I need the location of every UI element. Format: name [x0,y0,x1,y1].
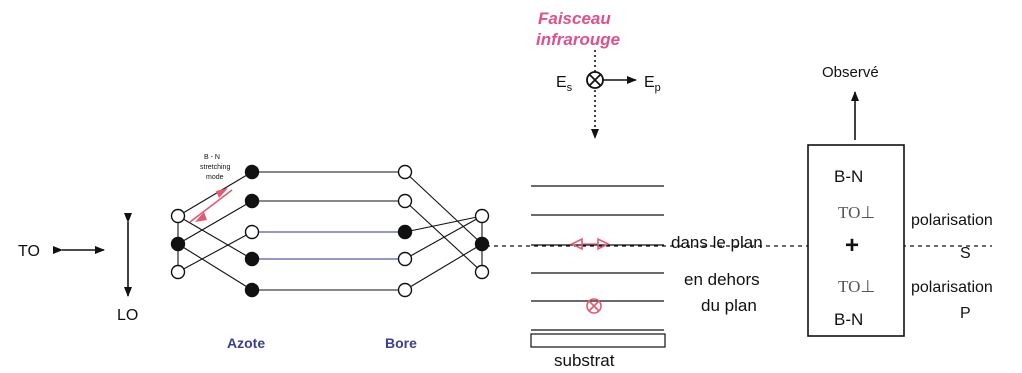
atom-boron [474,208,490,224]
atom-boron [170,208,186,224]
atom-nitrogen [474,236,490,252]
substrate-block [530,333,666,348]
lattice-atoms [170,164,490,298]
observe-label: Observé [822,64,879,81]
bn-top-label: B-N [834,167,863,186]
stretching-mode-annotation: B - N stretching mode [189,154,233,223]
dans-le-plan-label: dans le plan [671,233,763,252]
atom-nitrogen [244,282,260,298]
atom-boron [474,264,490,280]
atom-nitrogen [244,193,260,209]
stretch-label-1: B - N [204,154,220,161]
hors-plan-label-2: du plan [701,296,757,315]
stretch-label-3: mode [206,174,224,181]
azote-label: Azote [227,335,265,351]
atom-boron [397,251,413,267]
es-label: Es [556,74,573,94]
out-of-plane-vibration-icon [586,298,602,314]
infrared-beam: Faisceau infrarouge Es Ep [536,9,661,139]
to-perp-bottom-label: TO⊥ [838,277,875,296]
atom-boron [244,224,260,240]
atom-nitrogen [397,224,413,240]
in-plane-vibration-icon [570,237,610,251]
atom-boron [397,193,413,209]
atom-nitrogen [244,251,260,267]
lo-label: LO [117,307,138,324]
to-perp-top-label: TO⊥ [838,203,875,222]
beam-label-2: infrarouge [536,30,620,49]
hors-plan-label-1: en dehors [684,270,760,289]
bn-bottom-label: B-N [834,310,863,329]
polarisation-p-label-2: P [960,305,971,322]
atom-boron [170,264,186,280]
stretch-label-2: stretching [200,164,230,171]
beam-label-1: Faisceau [538,9,611,28]
atom-nitrogen [244,164,260,180]
polarisation-s-label-1: polarisation [911,212,993,229]
bore-label: Bore [385,335,417,351]
to-label: TO [18,243,40,260]
observation-box [807,144,905,337]
to-lo-axes: TO LO [18,213,138,324]
plus-sign: + [845,232,859,259]
polarisation-p-label-1: polarisation [911,279,993,296]
substrat-label: substrat [554,351,615,370]
atom-nitrogen [170,236,186,252]
polarisation-s-label-2: S [960,245,971,262]
atom-boron [397,164,413,180]
atom-boron [397,282,413,298]
observation-panel: Observé B-N TO⊥ + TO⊥ B-N [807,64,905,337]
ep-label: Ep [644,74,661,94]
layer-stack [530,185,666,348]
